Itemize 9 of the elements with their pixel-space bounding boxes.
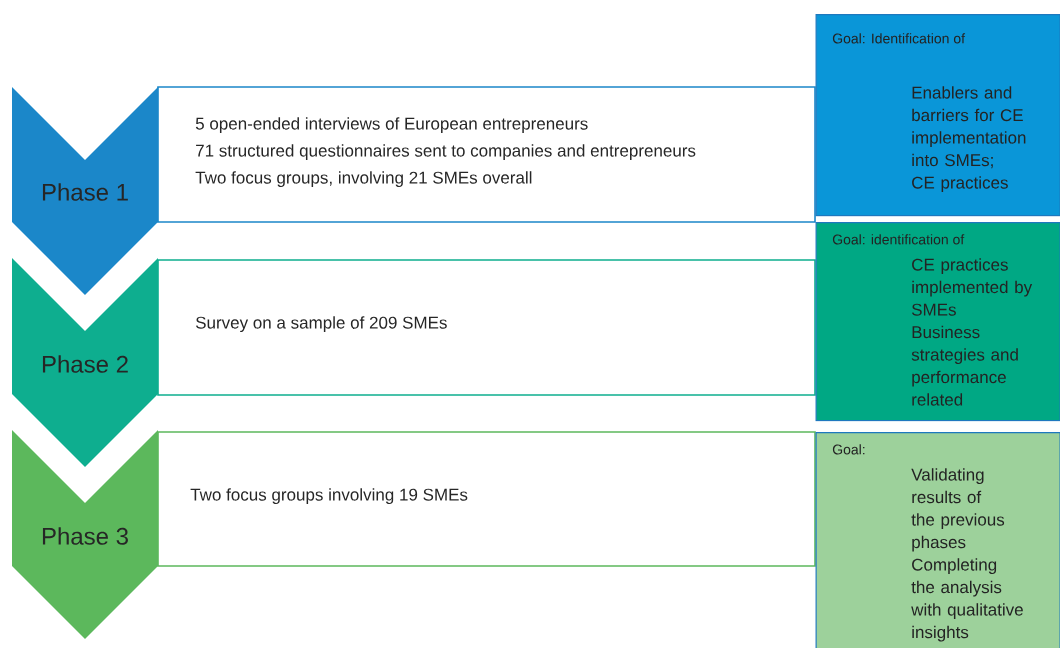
goal-box: Goal: Validating results of the previous phases Completing the analysis with qualitative insights	[815, 432, 1060, 648]
activity-band: Survey on a sample of 209 SMEs	[157, 259, 816, 396]
activity-band: 5 open-ended interviews of European entrepreneurs 71 structured questionnaires sent to companies and entrepreneurs Two focus groups, involving 21 SMEs overall	[157, 86, 816, 223]
activity-band: Two focus groups involving 19 SMEs	[157, 431, 816, 567]
phase-banner: Phase 3	[12, 430, 158, 639]
goal-box: Goal: identification of CE practices implemented by SMEs Business strategies and performance related	[815, 222, 1060, 422]
goal-box: Goal: Identification of Enablers and barriers for CE implementation into SMEs; CE practices	[815, 14, 1060, 217]
phase-banner: Phase 1	[12, 87, 158, 295]
phase-banner: Phase 2	[12, 258, 158, 467]
